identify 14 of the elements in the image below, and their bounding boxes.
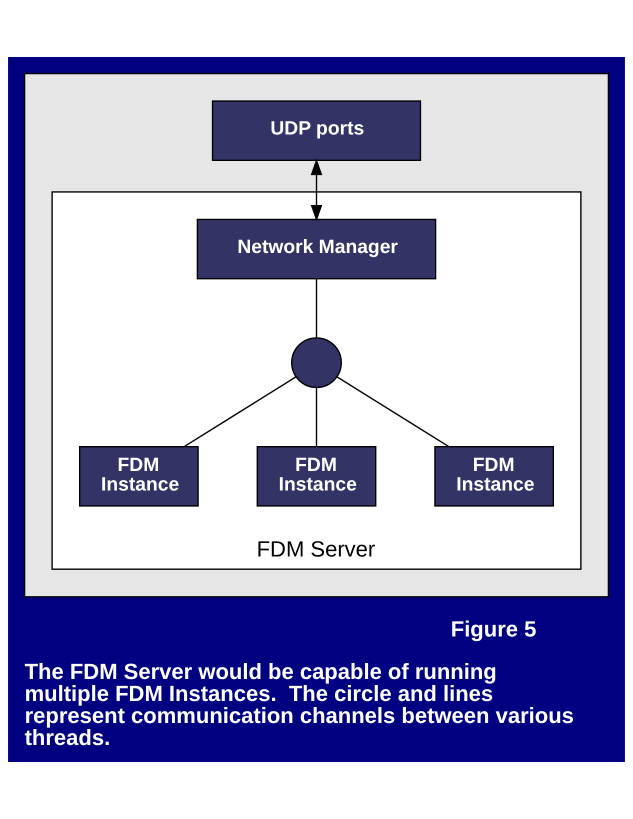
connector: [316, 388, 318, 446]
node-box: UDP ports: [212, 100, 422, 161]
node-box: FDM Instance: [434, 446, 554, 507]
node-box: FDM Instance: [78, 446, 199, 507]
connector: [184, 376, 296, 448]
connector: [336, 376, 450, 448]
node-circle: [291, 337, 342, 388]
cluster: [24, 72, 610, 598]
caption: The FDM Server would be capable of running multiple FDM Instances. The circle and lines represent communication channels between various threads.: [24, 659, 574, 750]
node-box: FDM Instance: [256, 446, 376, 507]
label: Figure 5: [450, 616, 536, 642]
connector: [316, 279, 318, 338]
arrow: [310, 158, 322, 222]
node-box: Network Manager: [196, 218, 436, 280]
